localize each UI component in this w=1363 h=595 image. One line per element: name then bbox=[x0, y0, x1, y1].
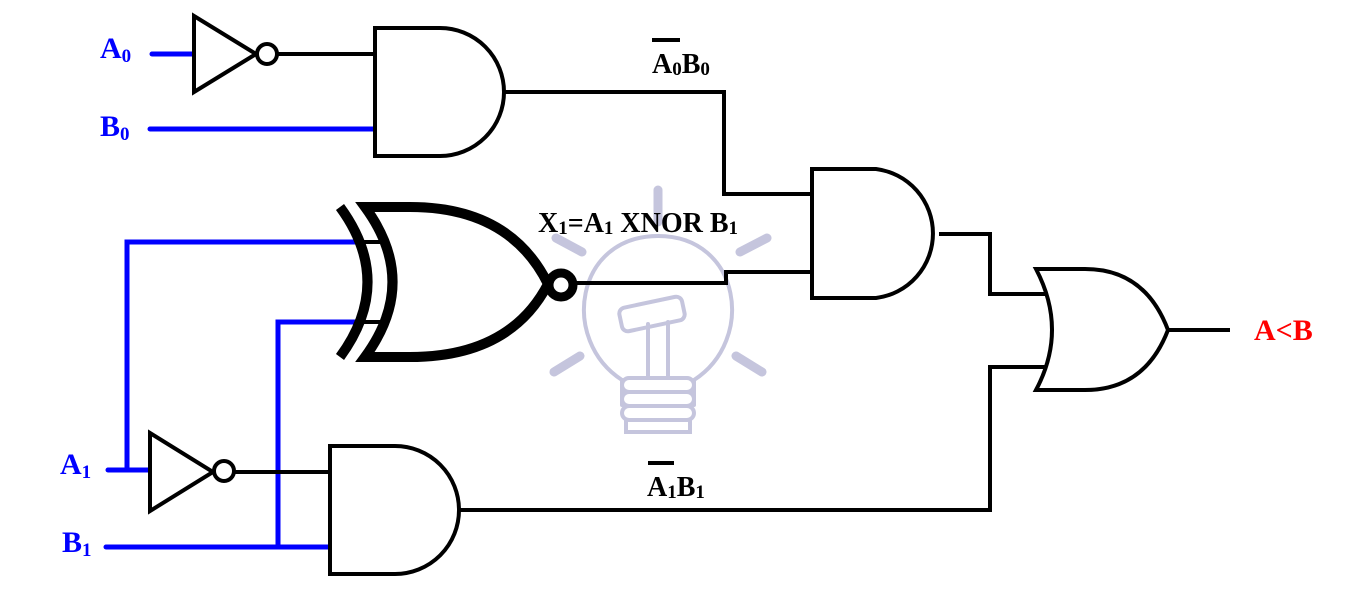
label-a1: A1 bbox=[60, 448, 91, 483]
and-gate-a0b0 bbox=[373, 26, 506, 158]
label-a0: A0 bbox=[100, 32, 131, 67]
and-gate-a1b1 bbox=[328, 444, 461, 576]
wire-a0b0-out bbox=[502, 90, 814, 196]
label-not-a1-and-b1: A1B1 bbox=[647, 461, 705, 503]
wire-a1-to-xnor bbox=[124, 239, 360, 471]
label-output-a-less-than-b: A<B bbox=[1254, 314, 1313, 347]
or-gate-output bbox=[1032, 267, 1171, 392]
not-gate-a1 bbox=[148, 429, 236, 515]
wire-and-middle-out bbox=[939, 232, 1048, 296]
and-gate-middle bbox=[810, 167, 935, 300]
lightbulb-watermark-icon bbox=[549, 185, 772, 434]
label-not-a0-and-b0: A0B0 bbox=[652, 38, 710, 80]
label-b0: B0 bbox=[100, 110, 130, 145]
not-gate-a0 bbox=[192, 12, 279, 96]
wire-x1-out bbox=[573, 270, 814, 285]
label-x1-xnor: X1=A1 XNOR B1 bbox=[538, 208, 738, 239]
xnor-gate-a1b1 bbox=[335, 202, 578, 362]
label-b1: B1 bbox=[62, 526, 92, 561]
svg-text:A1B1: A1B1 bbox=[647, 472, 705, 503]
svg-text:A0B0: A0B0 bbox=[652, 49, 710, 80]
wire-a1b1-out bbox=[458, 365, 1048, 512]
